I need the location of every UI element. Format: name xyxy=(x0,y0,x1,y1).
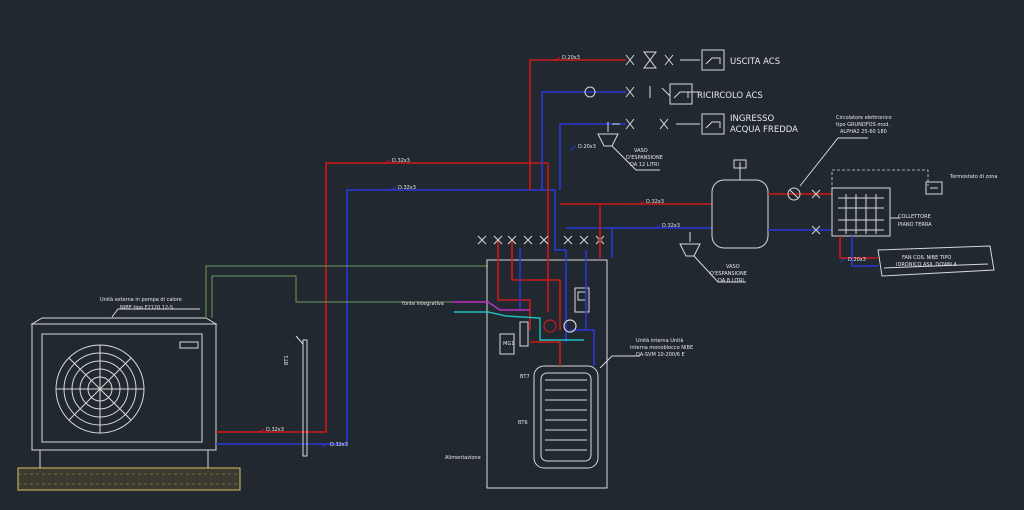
outdoor-unit-label-1: Unità esterna in pompa di calore xyxy=(100,296,182,303)
fonte-integrativa-label: fonte integrativa xyxy=(402,301,444,307)
ground-base xyxy=(17,467,241,491)
bt6-label: BT6 xyxy=(518,420,528,426)
svg-text:D.32x3: D.32x3 xyxy=(398,185,416,191)
svg-text:D.32x3: D.32x3 xyxy=(392,158,410,164)
vaso12-label-3: DA 12 LITRI xyxy=(630,162,659,168)
uscita-acs-terminal[interactable] xyxy=(701,49,725,71)
circolatore-label-3: ALPHA2 25-60 180 xyxy=(840,129,887,135)
svg-text:D.20x3: D.20x3 xyxy=(578,144,596,150)
alimentazione-label: Alimentazione xyxy=(445,455,481,461)
svg-text:D.32x3: D.32x3 xyxy=(646,199,664,205)
svg-text:D.20x3: D.20x3 xyxy=(562,55,580,61)
mg1-label: MG1 xyxy=(503,341,514,347)
expansion-vessel-12l[interactable] xyxy=(597,122,619,147)
circolatore-label-2: tipo GRUNDFOS mod. xyxy=(836,122,890,128)
pipe-tag: D.32x3 D.32x3 D.32x3 D.32x3 xyxy=(257,158,416,448)
fan-grille-icon xyxy=(55,344,145,434)
termostato-label: Termostato di zona xyxy=(949,174,998,180)
vaso12-label-1: VASO xyxy=(634,148,648,154)
pipe-tag: D.20x3 xyxy=(839,257,866,263)
circolatore-label-1: Circolatore elettronico xyxy=(836,115,892,121)
vaso8-label-2: D'ESPANSIONE xyxy=(710,271,747,277)
fan-coil-label-1: FAN COIL NIBE TIPO xyxy=(902,255,951,261)
svg-text:D.32x3: D.32x3 xyxy=(330,442,348,448)
buffer-tank[interactable] xyxy=(711,159,769,249)
svg-text:D.32x3: D.32x3 xyxy=(266,427,284,433)
indoor-unit-label-2: interna monoblocco NIBE xyxy=(630,345,693,351)
bt7-label: BT7 xyxy=(520,374,530,380)
indoor-unit-label-3: DA-SVM 10-200/6 E xyxy=(636,352,685,358)
fan-coil-label-2: IDRONICO ASIL DOWN 4 xyxy=(896,262,957,268)
outdoor-unit-label-2: NIBE tipo F2120 12-S xyxy=(120,305,173,311)
valve-row xyxy=(477,235,605,245)
circulator-pump[interactable] xyxy=(787,187,821,235)
ingresso-label-1: INGRESSO xyxy=(730,114,775,124)
acs-fittings xyxy=(584,51,700,130)
vaso12-label-2: D'ESPANSIONE xyxy=(626,155,663,161)
pipe-tag: D.32x3 D.32x3 xyxy=(637,199,680,230)
indoor-unit[interactable] xyxy=(486,259,608,489)
pipe-tag: D.20x3 D.20x3 xyxy=(553,55,596,151)
internal-valve-icon xyxy=(563,319,577,333)
ricircolo-acs-terminal[interactable] xyxy=(669,83,693,105)
svg-text:BT1: BT1 xyxy=(284,355,290,365)
ingresso-label-2: ACQUA FREDDA xyxy=(730,125,798,135)
fan-coil-unit[interactable] xyxy=(877,245,995,277)
sensor-bt1[interactable]: BT1 xyxy=(284,335,308,457)
indoor-unit-label-1: Unità interna Unità xyxy=(636,337,683,344)
collector[interactable] xyxy=(831,187,891,237)
collettore-label-2: PIANO TERRA xyxy=(898,222,932,228)
zone-thermostat[interactable] xyxy=(925,181,943,195)
uscita-acs-label: USCITA ACS xyxy=(730,57,780,67)
vaso8-label-1: VASO xyxy=(726,264,740,270)
expansion-vessel-8l[interactable] xyxy=(679,232,701,257)
outdoor-heat-pump[interactable] xyxy=(30,317,218,468)
svg-text:D.32x3: D.32x3 xyxy=(662,223,680,229)
collettore-label-1: COLLETTORE xyxy=(898,214,931,220)
ingresso-acqua-terminal[interactable] xyxy=(701,113,725,135)
vaso8-label-3: DA 8 LITRI xyxy=(718,278,744,284)
internal-pump-icon xyxy=(543,319,557,333)
svg-text:D.20x3: D.20x3 xyxy=(848,257,866,263)
ricircolo-acs-label: RICIRCOLO ACS xyxy=(697,91,763,101)
